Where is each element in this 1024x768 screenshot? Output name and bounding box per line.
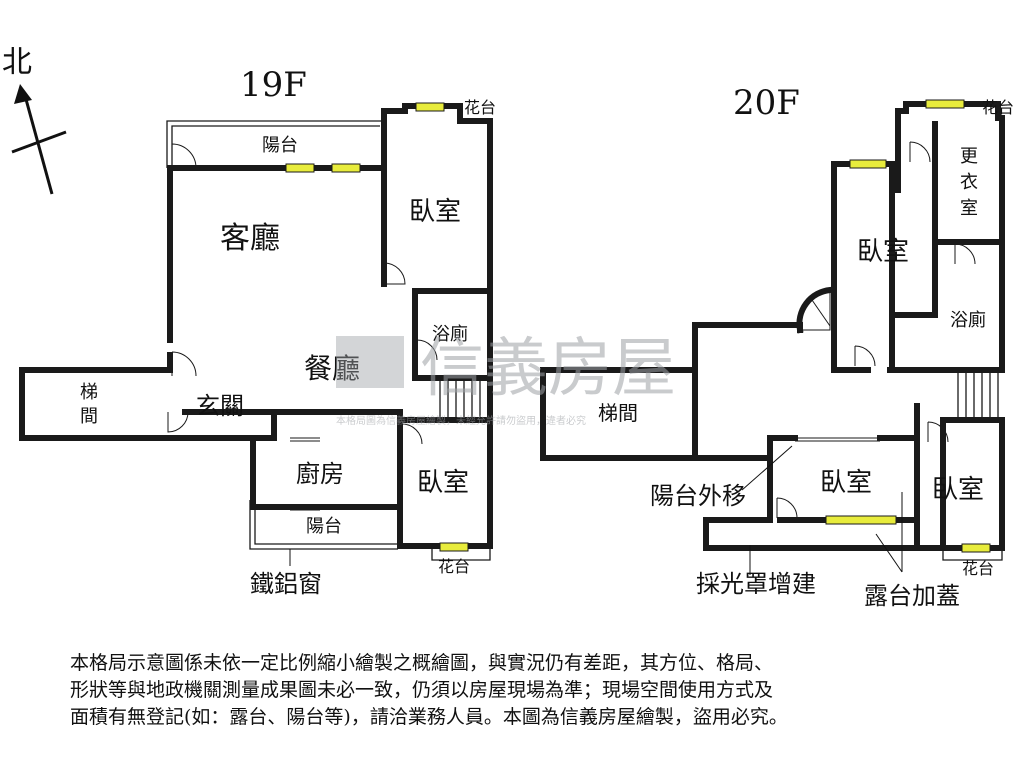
window — [331, 163, 361, 173]
room-label-bathroom: 浴廁 — [432, 323, 468, 345]
window — [925, 99, 965, 109]
room-label-bedroom: 臥室 — [409, 197, 461, 227]
window — [961, 543, 991, 553]
room-label-stairwell: 梯間 — [80, 382, 98, 427]
room-label-dining-room: 餐廳 — [304, 352, 360, 385]
floor-19-plan: 19F 陽台 客廳 — [19, 65, 496, 598]
label-planter: 花台 — [962, 559, 994, 578]
disclaimer-line: 形狀等與地政機關測量成果圖未必一致，仍須以房屋現場為準；現場空間使用方式及 — [70, 679, 774, 701]
window — [825, 515, 897, 525]
watermark: 信義房屋 本格局圖為信義房屋繪製，未經允許請勿盜用，違者必究 — [336, 332, 676, 427]
annotation-skylight-addition: 採光罩增建 — [696, 570, 816, 598]
disclaimer-line: 本格局示意圖係未依一定比例縮小繪製之概繪圖，與實況仍有差距，其方位、格局、 — [70, 652, 774, 674]
room-label-bedroom: 臥室 — [932, 475, 984, 505]
disclaimer-line: 面積有無登記(如：露台、陽台等)，請洽業務人員。本圖為信義房屋繪製，盜用必究。 — [70, 706, 788, 728]
watermark-brand: 信義房屋 — [420, 332, 676, 406]
room-label-bedroom: 臥室 — [857, 237, 909, 267]
label-planter: 花台 — [464, 98, 496, 117]
room-label-dressing-room: 更衣室 — [960, 146, 978, 219]
disclaimer-notice: 本格局示意圖係未依一定比例縮小繪製之概繪圖，與實況仍有差距，其方位、格局、 形狀… — [70, 650, 970, 731]
window — [285, 163, 315, 173]
window — [439, 542, 469, 552]
room-label-entrance: 玄關 — [196, 392, 244, 420]
floor-20-title: 20F — [733, 83, 800, 123]
north-arrow-icon: 北 — [2, 45, 67, 195]
room-label-stairwell: 梯間 — [598, 401, 638, 425]
room-label-bedroom: 臥室 — [417, 468, 469, 498]
room-label-bathroom: 浴廁 — [950, 309, 986, 331]
room-label-bedroom: 臥室 — [820, 468, 872, 498]
room-label-balcony: 陽台 — [306, 516, 342, 537]
watermark-logo-icon — [336, 336, 404, 388]
window — [415, 102, 445, 112]
annotation-terrace-roof: 露台加蓋 — [864, 582, 960, 610]
floor-plan: 北 19F — [2, 45, 1014, 610]
floor-20-plan: 20F — [540, 83, 1014, 610]
label-planter: 花台 — [982, 98, 1014, 117]
room-label-kitchen: 廚房 — [296, 460, 344, 488]
window — [849, 159, 887, 169]
floor-19-title: 19F — [240, 65, 307, 105]
label-planter: 花台 — [438, 557, 470, 576]
room-label-balcony: 陽台 — [262, 135, 298, 156]
room-label-living-room: 客廳 — [220, 221, 280, 256]
annotation-balcony-moved-out: 陽台外移 — [650, 482, 746, 510]
annotation-iron-aluminium-window: 鐵鋁窗 — [250, 570, 322, 598]
compass-label: 北 — [2, 45, 32, 80]
watermark-copyright: 本格局圖為信義房屋繪製，未經允許請勿盜用，違者必究 — [336, 414, 586, 427]
